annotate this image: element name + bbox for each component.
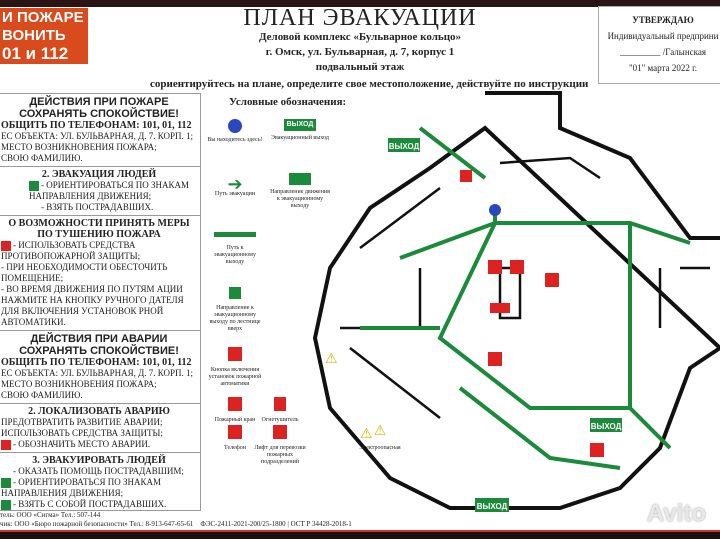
alert-line: ВОНИТЬ xyxy=(2,27,66,44)
accident-s2-item: ИСПОЛЬЗОВАТЬ СРЕДСТВА ЗАЩИТЫ; xyxy=(1,428,163,438)
alert-line: И ПОЖАРЕ xyxy=(2,9,84,26)
accident-section: ДЕЙСТВИЯ ПРИ АВАРИИ СОХРАНЯТЬ СПОКОЙСТВИ… xyxy=(0,331,200,404)
fire-extinguish-section: О ВОЗМОЖНОСТИ ПРИНЯТЬ МЕРЫ ПО ТУШЕНИЮ ПО… xyxy=(0,216,200,331)
exit-sign xyxy=(590,418,622,432)
approval-box: УТВЕРЖДАЮ Индивидуальный предприни _____… xyxy=(598,6,720,84)
approve-date: "01" марта 2022 г. xyxy=(628,63,698,73)
legend-electric: ⚠Электроопасная xyxy=(355,425,405,452)
accident-item: СВОЮ ФАМИЛИЮ. xyxy=(1,390,83,400)
emergency-call-banner: И ПОЖАРЕ ВОНИТЬ 01 и 112 xyxy=(0,8,88,64)
accident-heading: ДЕЙСТВИЯ ПРИ АВАРИИ xyxy=(30,333,168,345)
evacuation-routes xyxy=(360,126,691,470)
running-man-icon xyxy=(289,173,311,185)
floor: подвальный этаж xyxy=(315,61,405,73)
exit-label: ВЫХОД xyxy=(477,502,508,511)
phone-icon xyxy=(228,425,242,439)
fire-evacuation-section: 2. ЭВАКУАЦИЯ ЛЮДЕЙ - ОРИЕНТИРОВАТЬСЯ ПО … xyxy=(0,167,200,216)
legend-elevator: Лифт для перевозки пожарных подразделени… xyxy=(250,425,310,466)
legend-hydrant: Пожарный кран xyxy=(205,397,265,424)
fire-item: МЕСТО ВОЗНИКНОВЕНИЯ ПОЖАРА; xyxy=(1,142,157,152)
footer-cert: ФЭС-2411-2021-200/25-1800 | ОСТ Р 34428-… xyxy=(200,520,352,528)
orientation-instruction: сориентируйтесь на плане, определите сво… xyxy=(150,78,589,90)
evacuate-section: 3. ЭВАКУИРОВАТЬ ЛЮДЕЙ - ОКАЗАТЬ ПОМОЩЬ П… xyxy=(0,453,200,512)
footer-executor: тель: ООО «Сигма» Тел.: 507-144 xyxy=(0,511,101,519)
extinguisher-icon xyxy=(274,397,286,411)
walls xyxy=(312,91,720,510)
fire-hydrant-icon xyxy=(228,397,242,411)
legend-extinguisher: Огнетушитель xyxy=(250,397,310,424)
accident-item: МЕСТО ВОЗНИКНОВЕНИЯ ПОЖАРА; xyxy=(1,379,157,389)
fire-item: СВОЮ ФАМИЛИЮ. xyxy=(1,153,83,163)
fire-item: ЕС ОБЪЕКТА: УЛ. БУЛЬВАРНАЯ, Д. 7. КОРП. … xyxy=(1,131,194,141)
exit-sign xyxy=(388,138,420,152)
accident-s2-heading: 2. ЛОКАЛИЗОВАТЬ АВАРИЮ xyxy=(28,406,170,417)
accident-calm: СОХРАНЯТЬ СПОКОЙСТВИЕ! xyxy=(19,345,179,357)
exit-label: ВЫХОД xyxy=(389,142,420,151)
fire-s3-heading: О ВОЗМОЖНОСТИ ПРИНЯТЬ МЕРЫ ПО ТУШЕНИЮ ПО… xyxy=(8,218,190,240)
you-are-here-marker xyxy=(489,204,501,216)
elevator-icon xyxy=(273,425,287,439)
instructions-panel: ДЕЙСТВИЯ ПРИ ПОЖАРЕ СОХРАНЯТЬ СПОКОЙСТВИ… xyxy=(0,93,201,511)
hazard-mark-icon xyxy=(1,439,11,450)
accident-call: ОБЩИТЬ ПО ТЕЛЕФОНАМ: 101, 01, 112 xyxy=(1,357,192,368)
fire-call: ОБЩИТЬ ПО ТЕЛЕФОНАМ: 101, 01, 112 xyxy=(1,120,192,131)
accident-s3-item: - ОРИЕНТИРОВАТЬСЯ ПО ЗНАКАМ НАПРАВЛЕНИЯ … xyxy=(1,477,161,498)
legend-direction: Направление движения к эвакуационному вы… xyxy=(270,173,330,210)
legend-evac-route: ➔Путь эвакуации xyxy=(205,174,265,198)
top-frame xyxy=(0,0,720,7)
extinguisher-icon xyxy=(1,240,11,251)
watermark: Avito xyxy=(646,500,706,527)
exit-sign-icon xyxy=(29,180,39,191)
you-are-here-icon xyxy=(228,119,242,133)
fire-s3-item: - ИСПОЛЬЗОВАТЬ СРЕДСТВА ПРОТИВОПОЖАРНОЙ … xyxy=(1,240,141,261)
stairs-up-icon xyxy=(229,287,241,299)
accident-s3-heading: 3. ЭВАКУИРОВАТЬ ЛЮДЕЙ xyxy=(32,455,166,466)
fire-s2-item: - ВЗЯТЬ ПОСТРАДАВШИХ. xyxy=(41,202,154,212)
electric-hazard-icon: ⚠ xyxy=(325,352,338,367)
bottom-frame xyxy=(0,530,720,539)
fire-heading: ДЕЙСТВИЯ ПРИ ПОЖАРЕ xyxy=(29,96,169,108)
alert-line: 01 и 112 xyxy=(2,44,69,63)
fire-equipment xyxy=(460,170,604,457)
page-title: ПЛАН ЭВАКУАЦИИ xyxy=(243,5,477,31)
accident-item: ЕС ОБЪЕКТА: УЛ. БУЛЬВАРНАЯ, Д. 7. КОРП. … xyxy=(1,368,194,378)
fire-s3-item: - ВО ВРЕМЯ ДВИЖЕНИЯ ПО ПУТЯМ АЦИИ НАЖМИТ… xyxy=(1,284,184,327)
footer-developer: чик: ООО «Бюро пожарной безопасности» Те… xyxy=(0,520,194,528)
path-line-icon xyxy=(214,232,256,237)
approve-line: Индивидуальный предприни xyxy=(607,31,719,41)
plan-header: ПЛАН ЭВАКУАЦИИ Деловой комплекс «Бульвар… xyxy=(200,6,520,75)
accident-s2-item: ПРЕДОТВРАТИТЬ РАЗВИТИЕ АВАРИИ; xyxy=(1,417,163,427)
electric-hazard-icon: ⚠ xyxy=(373,424,387,439)
localize-section: 2. ЛОКАЛИЗОВАТЬ АВАРИЮ ПРЕДОТВРАТИТЬ РАЗ… xyxy=(0,404,200,453)
exit-sign-icon: ВЫХОД xyxy=(284,119,316,131)
legend-button: Кнопка включения установок пожарной авто… xyxy=(205,347,265,388)
approve-sign: _________ /Галынская xyxy=(619,47,707,57)
address: г. Омск, ул. Бульварная, д. 7, корпус 1 xyxy=(265,46,455,58)
legend-path: Путь к эвакуационному выходу xyxy=(205,232,265,266)
electric-hazard-icon: ⚠ xyxy=(360,427,373,442)
fire-calm: СОХРАНЯТЬ СПОКОЙСТВИЕ! xyxy=(19,108,179,120)
fire-s2-heading: 2. ЭВАКУАЦИЯ ЛЮДЕЙ xyxy=(41,169,157,180)
legend-stairs: Направление к эвакуационному выходу по л… xyxy=(205,287,265,333)
exit-sign-icon xyxy=(1,477,11,488)
footer: тель: ООО «Сигма» Тел.: 507-144 чик: ООО… xyxy=(0,511,720,529)
subtitle: Деловой комплекс «Бульварное кольцо» xyxy=(258,31,462,43)
exit-sign xyxy=(475,498,509,512)
accident-s2-item: - ОБОЗНАЧИТЬ МЕСТО АВАРИИ. xyxy=(13,439,151,449)
fire-s2-item: - ОРИЕНТИРОВАТЬСЯ ПО ЗНАКАМ НАПРАВЛЕНИЯ … xyxy=(29,180,189,201)
legend-phone: Телефон xyxy=(215,425,255,452)
approve-title: УТВЕРЖДАЮ xyxy=(632,15,694,25)
legend-title: Условные обозначения: xyxy=(229,96,347,108)
arrow-right-icon: ➔ xyxy=(227,174,243,194)
exit-label: ВЫХОД xyxy=(591,422,622,431)
fire-section: ДЕЙСТВИЯ ПРИ ПОЖАРЕ СОХРАНЯТЬ СПОКОЙСТВИ… xyxy=(0,94,200,167)
fire-alarm-button-icon xyxy=(228,347,242,361)
fire-s3-item: - ПРИ НЕОБХОДИМОСТИ ОБЕСТОЧИТЬ ПОМЕЩЕНИЕ… xyxy=(1,262,168,283)
legend-you-are-here: Вы находитесь здесь! xyxy=(205,119,265,144)
floor-plan: ВЫХОД ВЫХОД ВЫХОД ⚠ ⚠ xyxy=(312,91,720,512)
accident-s3-item: - ВЗЯТЬ С СОБОЙ ПОСТРАДАВШИХ. xyxy=(13,499,167,509)
accident-s3-item: - ОКАЗАТЬ ПОМОЩЬ ПОСТРАДАВШИМ; xyxy=(13,466,184,476)
exit-sign-icon xyxy=(1,499,11,510)
